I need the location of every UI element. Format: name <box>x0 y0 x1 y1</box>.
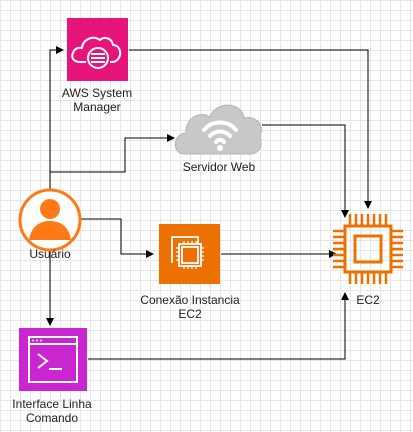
edge-user-to-ssm <box>49 46 64 190</box>
ssm-config-icon <box>71 36 122 69</box>
conn-label-line1: Conexão Instancia <box>140 293 240 307</box>
cli-node[interactable] <box>19 328 87 391</box>
ec2-node[interactable] <box>333 214 403 284</box>
ssm-label-line1: AWS System <box>61 86 133 100</box>
ssm-label-line2: Manager <box>73 100 121 114</box>
cli-label-line1: Interface Linha <box>12 397 92 411</box>
ec2-label: EC2 <box>356 293 380 307</box>
conn-ec2-node[interactable] <box>159 224 220 284</box>
conn-ec2-label: Conexão Instancia EC2 <box>140 293 239 321</box>
edge-user-to-web <box>49 134 175 190</box>
edge-web-to-ec2 <box>262 124 349 218</box>
user-node[interactable] <box>18 188 82 252</box>
ec2-instances-icon <box>171 236 204 269</box>
edge-cli-to-ec2 <box>88 292 349 360</box>
edge-ssm-to-ec2 <box>129 49 372 209</box>
terminal-icon <box>28 336 78 383</box>
cli-label-line2: Comando <box>25 411 79 425</box>
ssm-node[interactable] <box>67 18 128 81</box>
user-label: Usuário <box>29 247 71 261</box>
web-server-label: Servidor Web <box>182 160 256 174</box>
conn-label-line2: EC2 <box>178 307 202 321</box>
edge-user-to-conn <box>81 218 154 258</box>
cloud-wifi-icon <box>174 104 262 155</box>
chip-icon <box>333 214 403 284</box>
cli-label: Interface Linha Comando <box>12 397 91 425</box>
ssm-label: AWS System Manager <box>62 86 132 114</box>
web-server-node[interactable] <box>174 104 262 155</box>
